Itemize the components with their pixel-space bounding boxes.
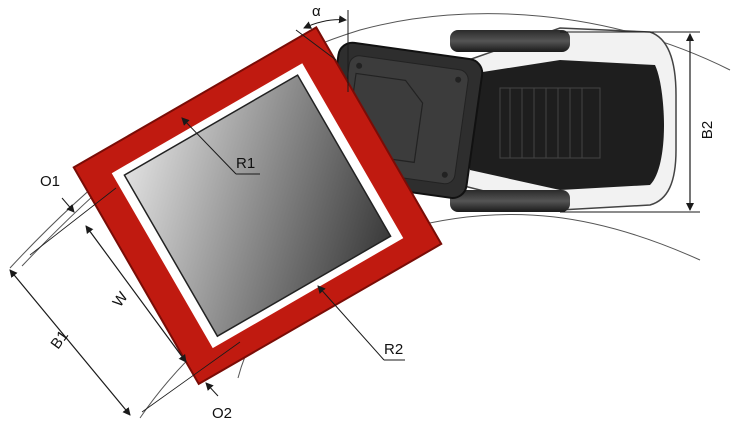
rear-engine-body: [439, 27, 677, 212]
o1-dimension: O1: [40, 173, 75, 213]
b2-label: B2: [699, 121, 716, 139]
r2-dimension: R2: [317, 285, 405, 361]
w-label: W: [109, 288, 132, 310]
r1-label: R1: [236, 155, 255, 172]
r1-dimension: R1: [181, 117, 260, 175]
o2-label: O2: [212, 405, 232, 422]
o1-label: O1: [40, 173, 60, 190]
b2-dimension: B2: [560, 31, 716, 213]
rear-tire-bottom: [450, 190, 570, 212]
rear-tire-top: [450, 30, 570, 52]
alpha-label: α: [312, 3, 321, 20]
o2-dimension: O2: [205, 382, 232, 422]
alpha-dimension: α: [295, 3, 349, 92]
b1-label: B1: [47, 328, 72, 353]
r2-label: R2: [384, 341, 403, 358]
engine-grille: [499, 87, 601, 159]
